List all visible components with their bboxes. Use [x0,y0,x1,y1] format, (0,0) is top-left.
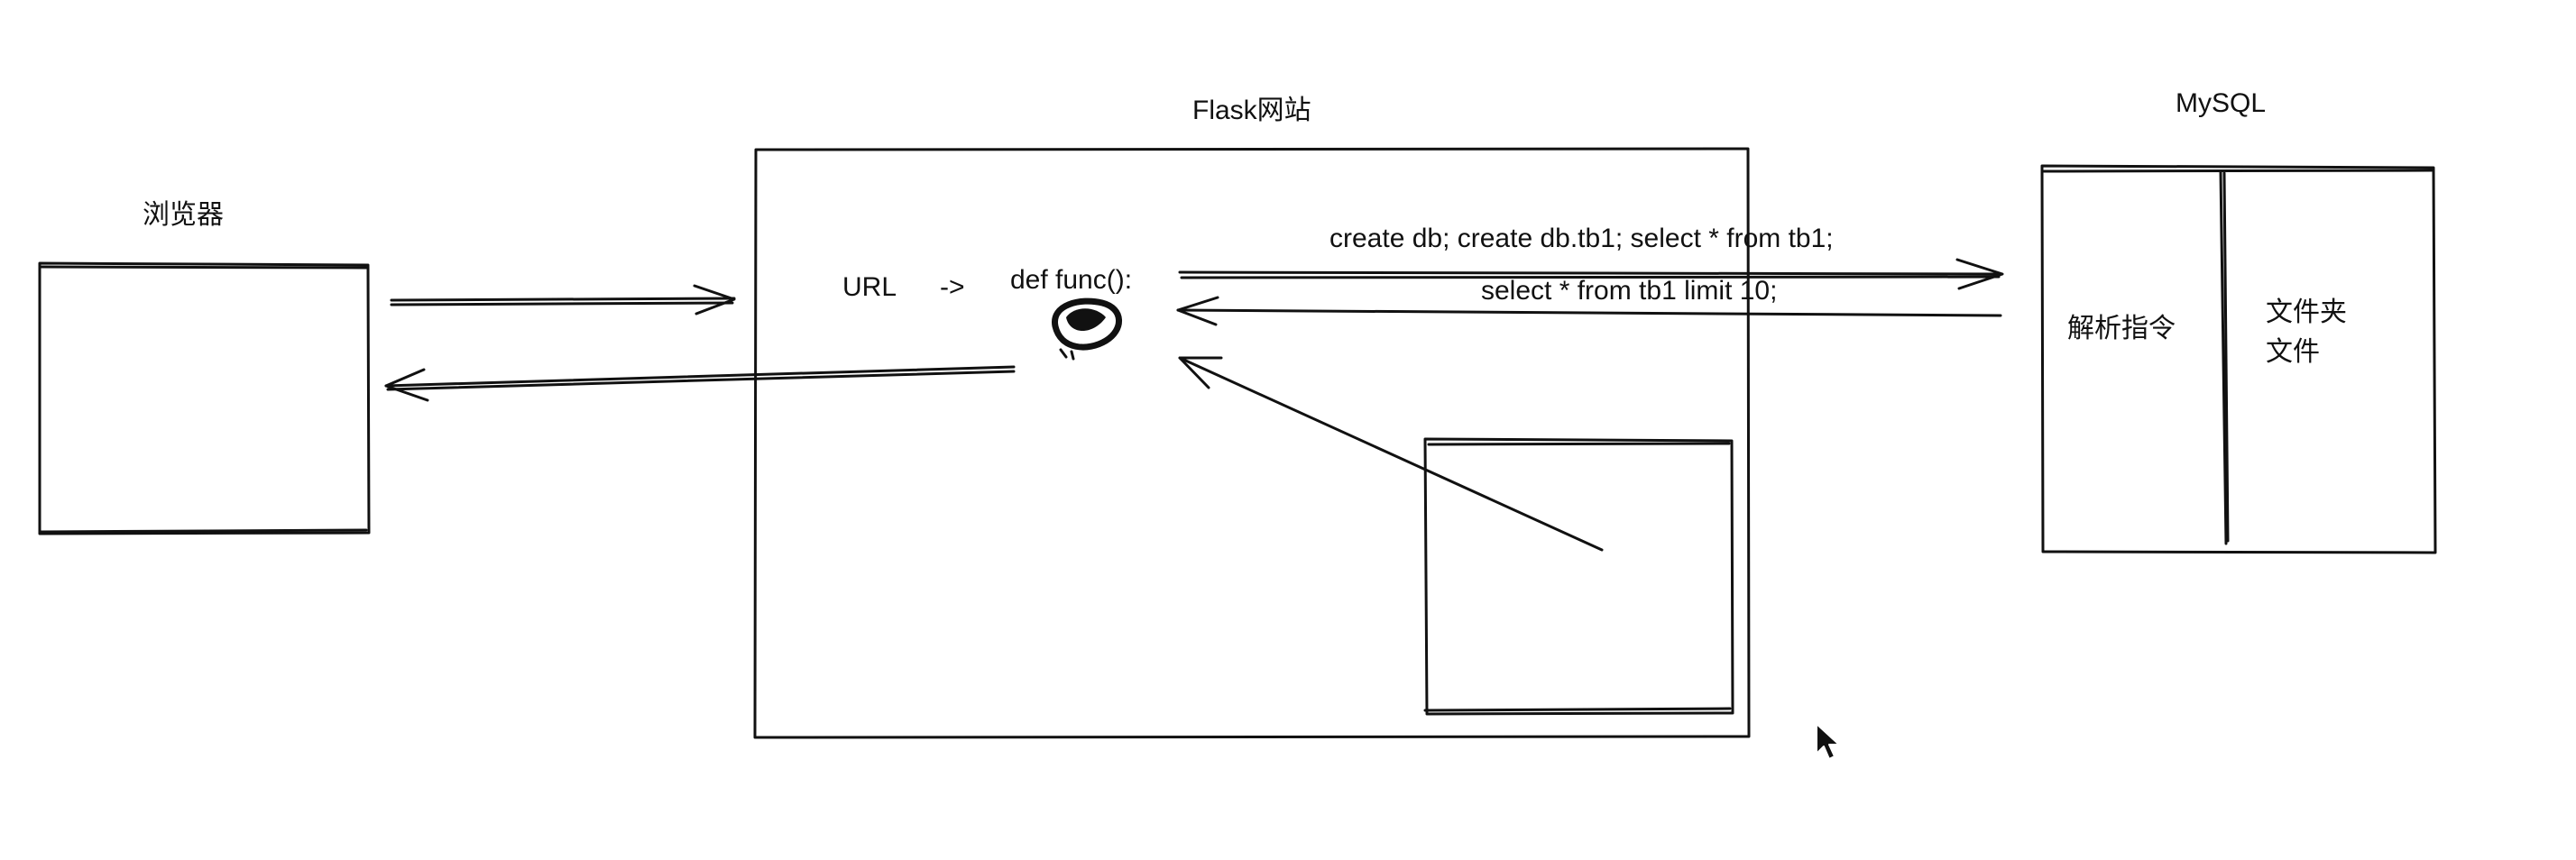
storage-label-file: 文件 [2266,337,2320,367]
browser-title: 浏览器 [143,200,224,230]
arrow-inner-box-to-func [1178,356,1604,552]
flask-box [753,147,1751,739]
flask-title: Flask网站 [1192,96,1311,125]
mysql-box [2040,164,2437,554]
mysql-divider [2219,169,2230,545]
func-label: def func(): [1010,265,1132,295]
mysql-title: MySQL [2176,88,2266,118]
parse-label: 解析指令 [2067,314,2176,343]
flask-inner-box [1423,437,1734,716]
mouse-cursor-icon [1816,723,1840,760]
arrow-browser-to-flask [390,284,736,316]
create-sql-label: create db; create db.tb1; select * from … [1329,224,1834,253]
mapping-arrow-text: -> [940,272,965,302]
browser-box [38,261,371,535]
select-sql-label: select * from tb1 limit 10; [1481,276,1777,306]
url-label: URL [842,272,897,302]
scribble-mark-icon [1052,297,1122,361]
arrow-flask-to-mysql [1178,258,2004,290]
storage-label-folder: 文件夹 [2266,297,2347,327]
arrow-mysql-to-flask [1176,296,2002,326]
arrow-flask-to-browser [384,365,1016,402]
